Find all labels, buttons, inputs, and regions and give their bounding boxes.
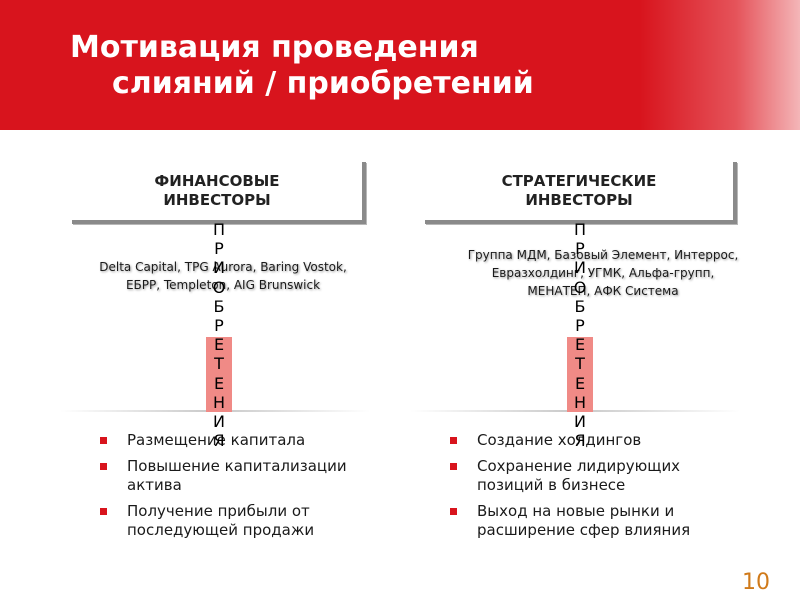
strategic-motives-list: Создание холдингов Сохранение лидирующих… [450, 431, 740, 547]
vertical-letter: Е [574, 335, 586, 355]
vertical-letter: Я [574, 431, 586, 451]
financial-investors-label-1: ФИНАНСОВЫЕ [154, 172, 280, 190]
vertical-letter: П [212, 220, 226, 239]
vertical-letter: П [573, 220, 587, 239]
page-title-line-1: Мотивация проведения [70, 30, 479, 65]
acquisition-bar-right [567, 337, 593, 412]
acquisition-bar-left [206, 337, 232, 412]
title-banner [0, 0, 800, 130]
vertical-letter: Е [213, 373, 225, 393]
strategic-investors-line-1: Группа МДМ, Базовый Элемент, Интеррос, [467, 248, 739, 262]
bullet-square-icon [100, 508, 107, 515]
vertical-letter: Б [213, 296, 225, 316]
bullet-square-icon [450, 463, 457, 470]
strategic-investors-box: СТРАТЕГИЧЕСКИЕ ИНВЕСТОРЫ [425, 162, 737, 224]
strategic-investors-label-1: СТРАТЕГИЧЕСКИЕ [501, 172, 657, 190]
strategic-investors-label-2: ИНВЕСТОРЫ [525, 191, 633, 209]
financial-investors-label-2: ИНВЕСТОРЫ [163, 191, 271, 209]
financial-investors-box: ФИНАНСОВЫЕ ИНВЕСТОРЫ [72, 162, 366, 224]
list-item: Выход на новые рынки и расширение сфер в… [450, 502, 740, 540]
strategic-investors-line-2: Евразхолдинг, УГМК, Альфа-групп, [491, 266, 715, 280]
vertical-letter: Е [213, 335, 225, 355]
vertical-letter: О [212, 277, 226, 297]
vertical-letter: И [574, 258, 586, 278]
vertical-letter: Р [214, 316, 224, 336]
vertical-letter: Р [214, 239, 224, 259]
vertical-letter: Я [213, 431, 225, 451]
vertical-letter: Е [574, 373, 586, 393]
vertical-letter: О [573, 277, 587, 297]
vertical-letter: Б [574, 296, 586, 316]
list-item: Сохранение лидирующих позиций в бизнесе [450, 457, 740, 495]
vertical-letter: Н [573, 392, 587, 412]
page-number: 10 [742, 570, 770, 595]
vertical-letter: Т [575, 354, 585, 374]
vertical-letter: Т [214, 354, 224, 374]
page-title-line-2: слияний / приобретений [112, 66, 534, 101]
list-item: Повышение капитализации актива [100, 457, 370, 495]
bullet-square-icon [450, 508, 457, 515]
list-item: Создание холдингов [450, 431, 740, 450]
vertical-letter: Н [212, 392, 226, 412]
vertical-letter: Р [575, 239, 585, 259]
financial-investors-line-1: Delta Capital, TPG Aurora, Baring Vostok… [99, 260, 347, 274]
list-item: Получение прибыли от последующей продажи [100, 502, 370, 540]
bullet-square-icon [100, 437, 107, 444]
list-item: Размещение капитала [100, 431, 370, 450]
financial-investors-line-2: ЕБРР, Templeton, AIG Brunswick [125, 278, 321, 292]
strategic-investors-list: Группа МДМ, Базовый Элемент, Интеррос, Е… [448, 246, 758, 300]
strategic-investors-line-3: МЕНАТЕП, АФК Система [527, 284, 679, 298]
vertical-letter: И [213, 412, 225, 432]
financial-motives-list: Размещение капитала Повышение капитализа… [100, 431, 370, 547]
financial-investors-list: Delta Capital, TPG Aurora, Baring Vostok… [78, 258, 368, 294]
vertical-letter: Р [575, 316, 585, 336]
vertical-letter: И [574, 412, 586, 432]
vertical-letter: И [213, 258, 225, 278]
bullet-square-icon [450, 437, 457, 444]
page-title: Мотивация проведения слияний / приобрете… [70, 30, 534, 102]
bullet-square-icon [100, 463, 107, 470]
